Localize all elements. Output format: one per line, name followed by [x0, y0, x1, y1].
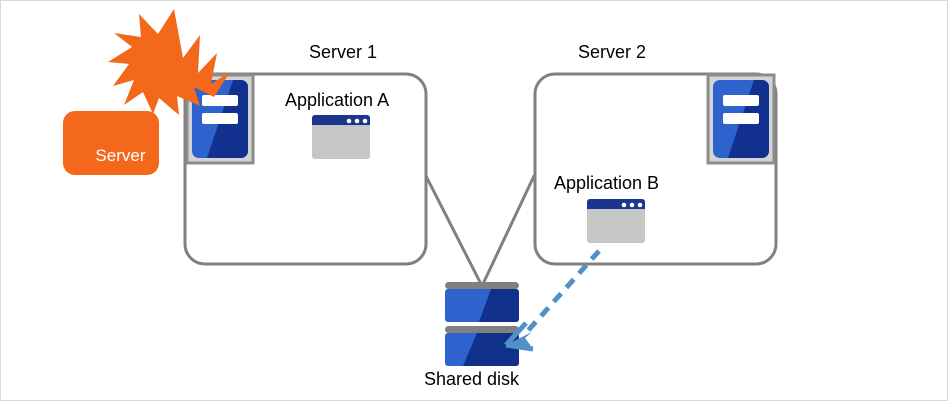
server2-rack-icon: [706, 73, 776, 165]
connector-lines: [424, 174, 536, 288]
application-b-label: Application B: [554, 173, 660, 193]
server1-rack-icon: [185, 73, 255, 165]
server-down-line1: Server: [95, 146, 146, 165]
shared-disk-label: Shared disk: [424, 369, 520, 389]
server-down-line2: down: [90, 190, 132, 209]
application-a-label: Application A: [285, 90, 390, 110]
lightning-burst-icon: [108, 9, 230, 115]
connector-server2-to-disk: [480, 174, 536, 288]
dashed-access-arrow-icon: [504, 249, 601, 352]
application-a-window-icon: [312, 115, 370, 159]
application-b-window-icon: [587, 199, 645, 243]
server-down-badge-label: Server down: [65, 123, 157, 255]
shared-disk-icon[interactable]: [445, 282, 519, 366]
server-down-badge: [63, 111, 159, 175]
connector-server1-to-disk: [424, 174, 484, 288]
server2-title: Server 2: [578, 42, 647, 62]
server1-title: Server 1: [309, 42, 378, 62]
